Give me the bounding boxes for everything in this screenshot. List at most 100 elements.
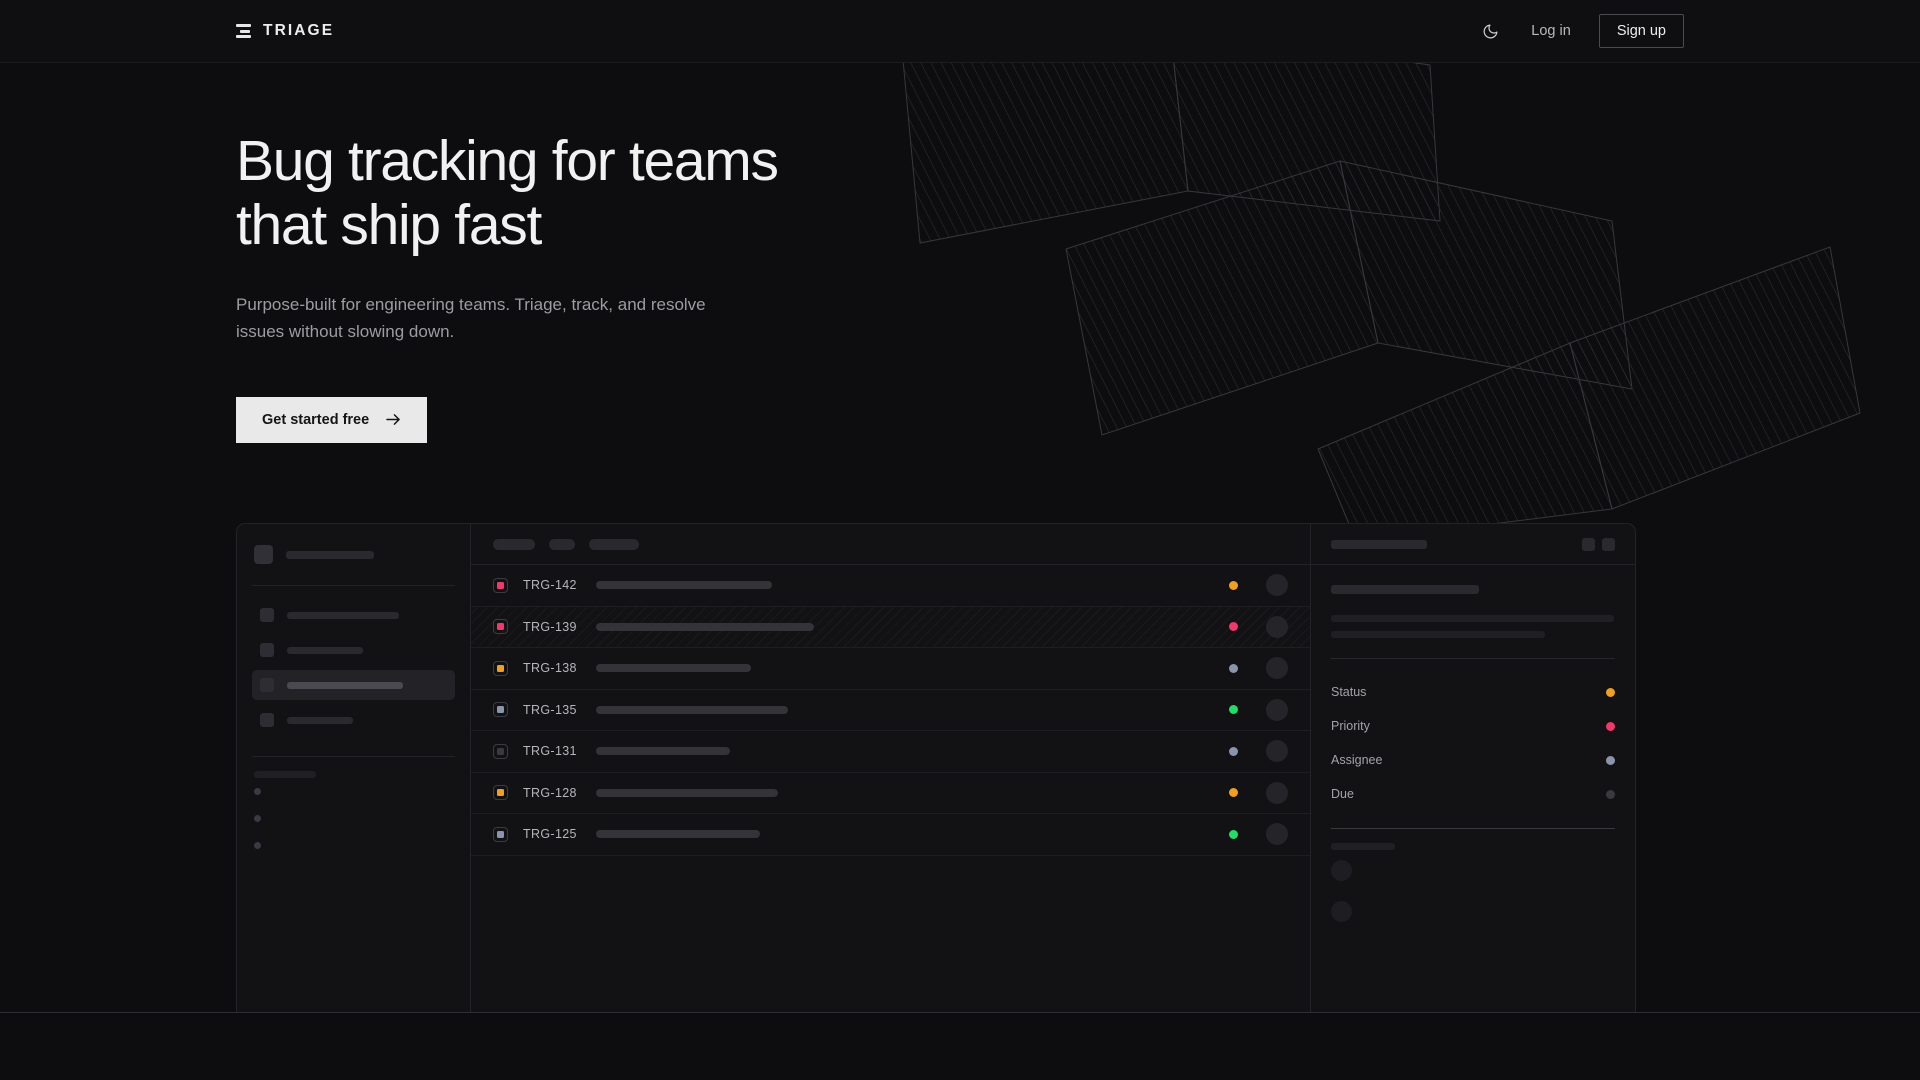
sidebar-item-1[interactable] xyxy=(252,600,455,630)
sidebar-sub-item-3[interactable] xyxy=(252,832,455,859)
page-baseline-divider xyxy=(0,1012,1920,1013)
detail-line-3 xyxy=(1331,631,1545,638)
issue-id: TRG-128 xyxy=(523,785,577,800)
sidebar-nav xyxy=(252,600,455,735)
issue-title-skeleton xyxy=(596,747,730,756)
issue-title-skeleton xyxy=(596,788,778,797)
avatar xyxy=(1331,901,1352,922)
get-started-button[interactable]: Get started free xyxy=(236,396,428,443)
priority-icon xyxy=(493,785,508,801)
workspace-name-skeleton xyxy=(286,550,374,559)
avatar xyxy=(1266,823,1288,846)
moon-icon[interactable] xyxy=(1477,18,1503,44)
sidebar-item-icon xyxy=(260,678,274,692)
sidebar-item-3[interactable] xyxy=(252,670,455,700)
list-toolbar xyxy=(471,524,1310,565)
sidebar-workspace[interactable] xyxy=(252,541,455,564)
avatar xyxy=(1266,698,1288,721)
list-item[interactable] xyxy=(1331,850,1615,891)
issue-id: TRG-139 xyxy=(523,619,577,634)
issue-id: TRG-131 xyxy=(523,744,577,759)
app-sidebar xyxy=(237,524,471,1013)
header-actions: Log in Sign up xyxy=(1477,14,1684,48)
hero-title-line-2: that ship fast xyxy=(236,193,542,258)
sidebar-item-4[interactable] xyxy=(252,705,455,735)
avatar xyxy=(1266,615,1288,638)
sidebar-sub-item-1[interactable] xyxy=(252,778,455,805)
meta-row[interactable]: Due xyxy=(1331,777,1615,811)
sub-item-dot-icon xyxy=(254,815,261,822)
table-row[interactable]: TRG-142 xyxy=(471,565,1310,607)
login-link[interactable]: Log in xyxy=(1531,23,1571,39)
sidebar-item-2[interactable] xyxy=(252,635,455,665)
decorative-panels-graphic xyxy=(901,43,1861,523)
detail-action-2[interactable] xyxy=(1602,537,1615,551)
brand-name: TRIAGE xyxy=(263,22,335,39)
issue-rows: TRG-142 TRG-139 TRG-138 TRG-135 TRG-131 xyxy=(471,565,1310,1013)
sidebar-item-label xyxy=(287,681,403,689)
table-row[interactable]: TRG-128 xyxy=(471,773,1310,814)
meta-label: Priority xyxy=(1331,719,1370,733)
toolbar-control-2[interactable] xyxy=(549,538,575,550)
priority-icon xyxy=(493,619,508,635)
signup-button[interactable]: Sign up xyxy=(1598,14,1684,48)
sidebar-item-label xyxy=(287,646,363,654)
status-badge xyxy=(1229,580,1238,590)
site-header: TRIAGE Log in Sign up xyxy=(0,0,1920,63)
avatar xyxy=(1331,860,1352,881)
table-row[interactable]: TRG-138 xyxy=(471,648,1310,690)
page-title: Bug tracking for teams that ship fast xyxy=(236,129,996,258)
hero-section: Bug tracking for teams that ship fast Pu… xyxy=(0,43,1920,523)
table-row[interactable]: TRG-131 xyxy=(471,731,1310,773)
toolbar-control-1[interactable] xyxy=(493,538,535,550)
sidebar-sub-item-2[interactable] xyxy=(252,805,455,832)
detail-title-skeleton xyxy=(1331,539,1427,549)
detail-body: Status Priority Assignee Due xyxy=(1311,565,1635,952)
issue-title-skeleton xyxy=(596,664,751,673)
meta-row[interactable]: Priority xyxy=(1331,709,1615,743)
brand-logo[interactable]: TRIAGE xyxy=(236,22,334,40)
comment-list xyxy=(1331,850,1615,932)
detail-skeleton-lines xyxy=(1331,585,1615,638)
table-row[interactable]: TRG-125 xyxy=(471,814,1310,856)
detail-header xyxy=(1311,524,1635,565)
detail-line-2 xyxy=(1331,615,1614,622)
issue-id: TRG-135 xyxy=(523,702,577,717)
issue-title-skeleton xyxy=(596,830,760,839)
sub-item-dot-icon xyxy=(254,842,261,849)
issue-id: TRG-142 xyxy=(523,578,577,593)
detail-divider-2 xyxy=(1331,828,1615,829)
status-badge xyxy=(1229,622,1238,632)
sidebar-divider-bottom xyxy=(252,756,455,757)
priority-icon xyxy=(493,743,508,759)
status-badge xyxy=(1229,663,1238,673)
avatar xyxy=(1266,657,1288,680)
meta-value-dot xyxy=(1606,721,1615,731)
hero-copy: Bug tracking for teams that ship fast Pu… xyxy=(236,129,996,443)
workspace-square-icon xyxy=(254,545,273,564)
issue-list-panel: TRG-142 TRG-139 TRG-138 TRG-135 TRG-131 xyxy=(471,524,1310,1013)
sidebar-divider-top xyxy=(252,585,455,586)
app-preview-card: TRG-142 TRG-139 TRG-138 TRG-135 TRG-131 xyxy=(236,523,1636,1013)
sidebar-item-label xyxy=(287,716,353,724)
sidebar-item-icon xyxy=(260,713,274,727)
list-item[interactable] xyxy=(1331,891,1615,932)
meta-row[interactable]: Status xyxy=(1331,675,1615,709)
status-badge xyxy=(1229,788,1238,798)
priority-icon xyxy=(493,826,508,842)
status-badge xyxy=(1229,746,1238,756)
sidebar-item-icon xyxy=(260,643,274,657)
detail-line-1 xyxy=(1331,585,1479,594)
table-row[interactable]: TRG-135 xyxy=(471,690,1310,731)
issue-id: TRG-138 xyxy=(523,661,577,676)
meta-row[interactable]: Assignee xyxy=(1331,743,1615,777)
priority-icon xyxy=(493,660,508,676)
meta-label: Status xyxy=(1331,685,1367,699)
sidebar-sub-nav xyxy=(252,778,455,859)
arrow-right-icon xyxy=(386,414,401,426)
toolbar-control-3[interactable] xyxy=(589,538,639,550)
table-row[interactable]: TRG-139 xyxy=(471,606,1310,648)
detail-action-1[interactable] xyxy=(1582,537,1595,551)
stacked-bars-icon xyxy=(236,24,251,38)
